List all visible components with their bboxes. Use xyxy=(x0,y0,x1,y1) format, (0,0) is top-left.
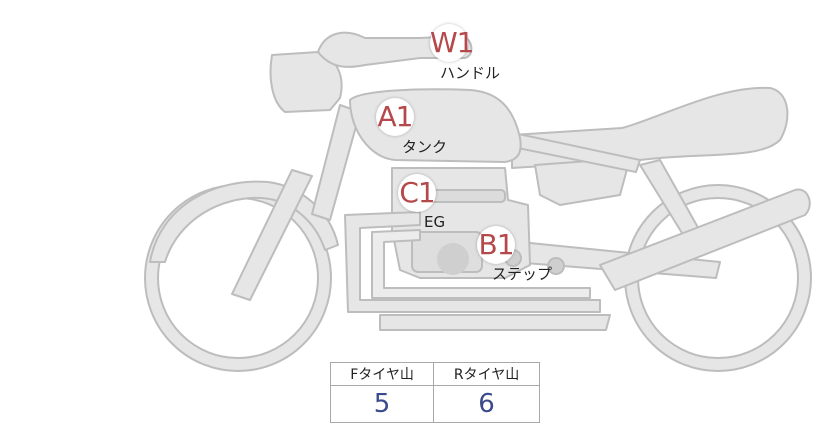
marker-a1[interactable]: A1 xyxy=(376,98,414,136)
tire-tread-table: Fタイヤ山 Rタイヤ山 5 6 xyxy=(329,362,540,423)
label-tank: タンク xyxy=(402,138,448,156)
value-rear-tire-tread[interactable]: 6 xyxy=(433,385,540,423)
label-engine: EG xyxy=(424,213,446,231)
exhaust-pipe xyxy=(344,211,601,313)
value-front-tire-tread[interactable]: 5 xyxy=(329,385,435,423)
muffler xyxy=(599,188,811,291)
label-step: ステップ xyxy=(492,265,553,283)
label-handle: ハンドル xyxy=(440,64,501,82)
marker-b1[interactable]: B1 xyxy=(477,226,515,264)
front-fork xyxy=(231,169,313,301)
marker-c1[interactable]: C1 xyxy=(398,174,436,212)
header-front-tire-tread: Fタイヤ山 xyxy=(329,362,435,386)
marker-w1[interactable]: W1 xyxy=(430,24,475,62)
header-rear-tire-tread: Rタイヤ山 xyxy=(433,362,540,386)
